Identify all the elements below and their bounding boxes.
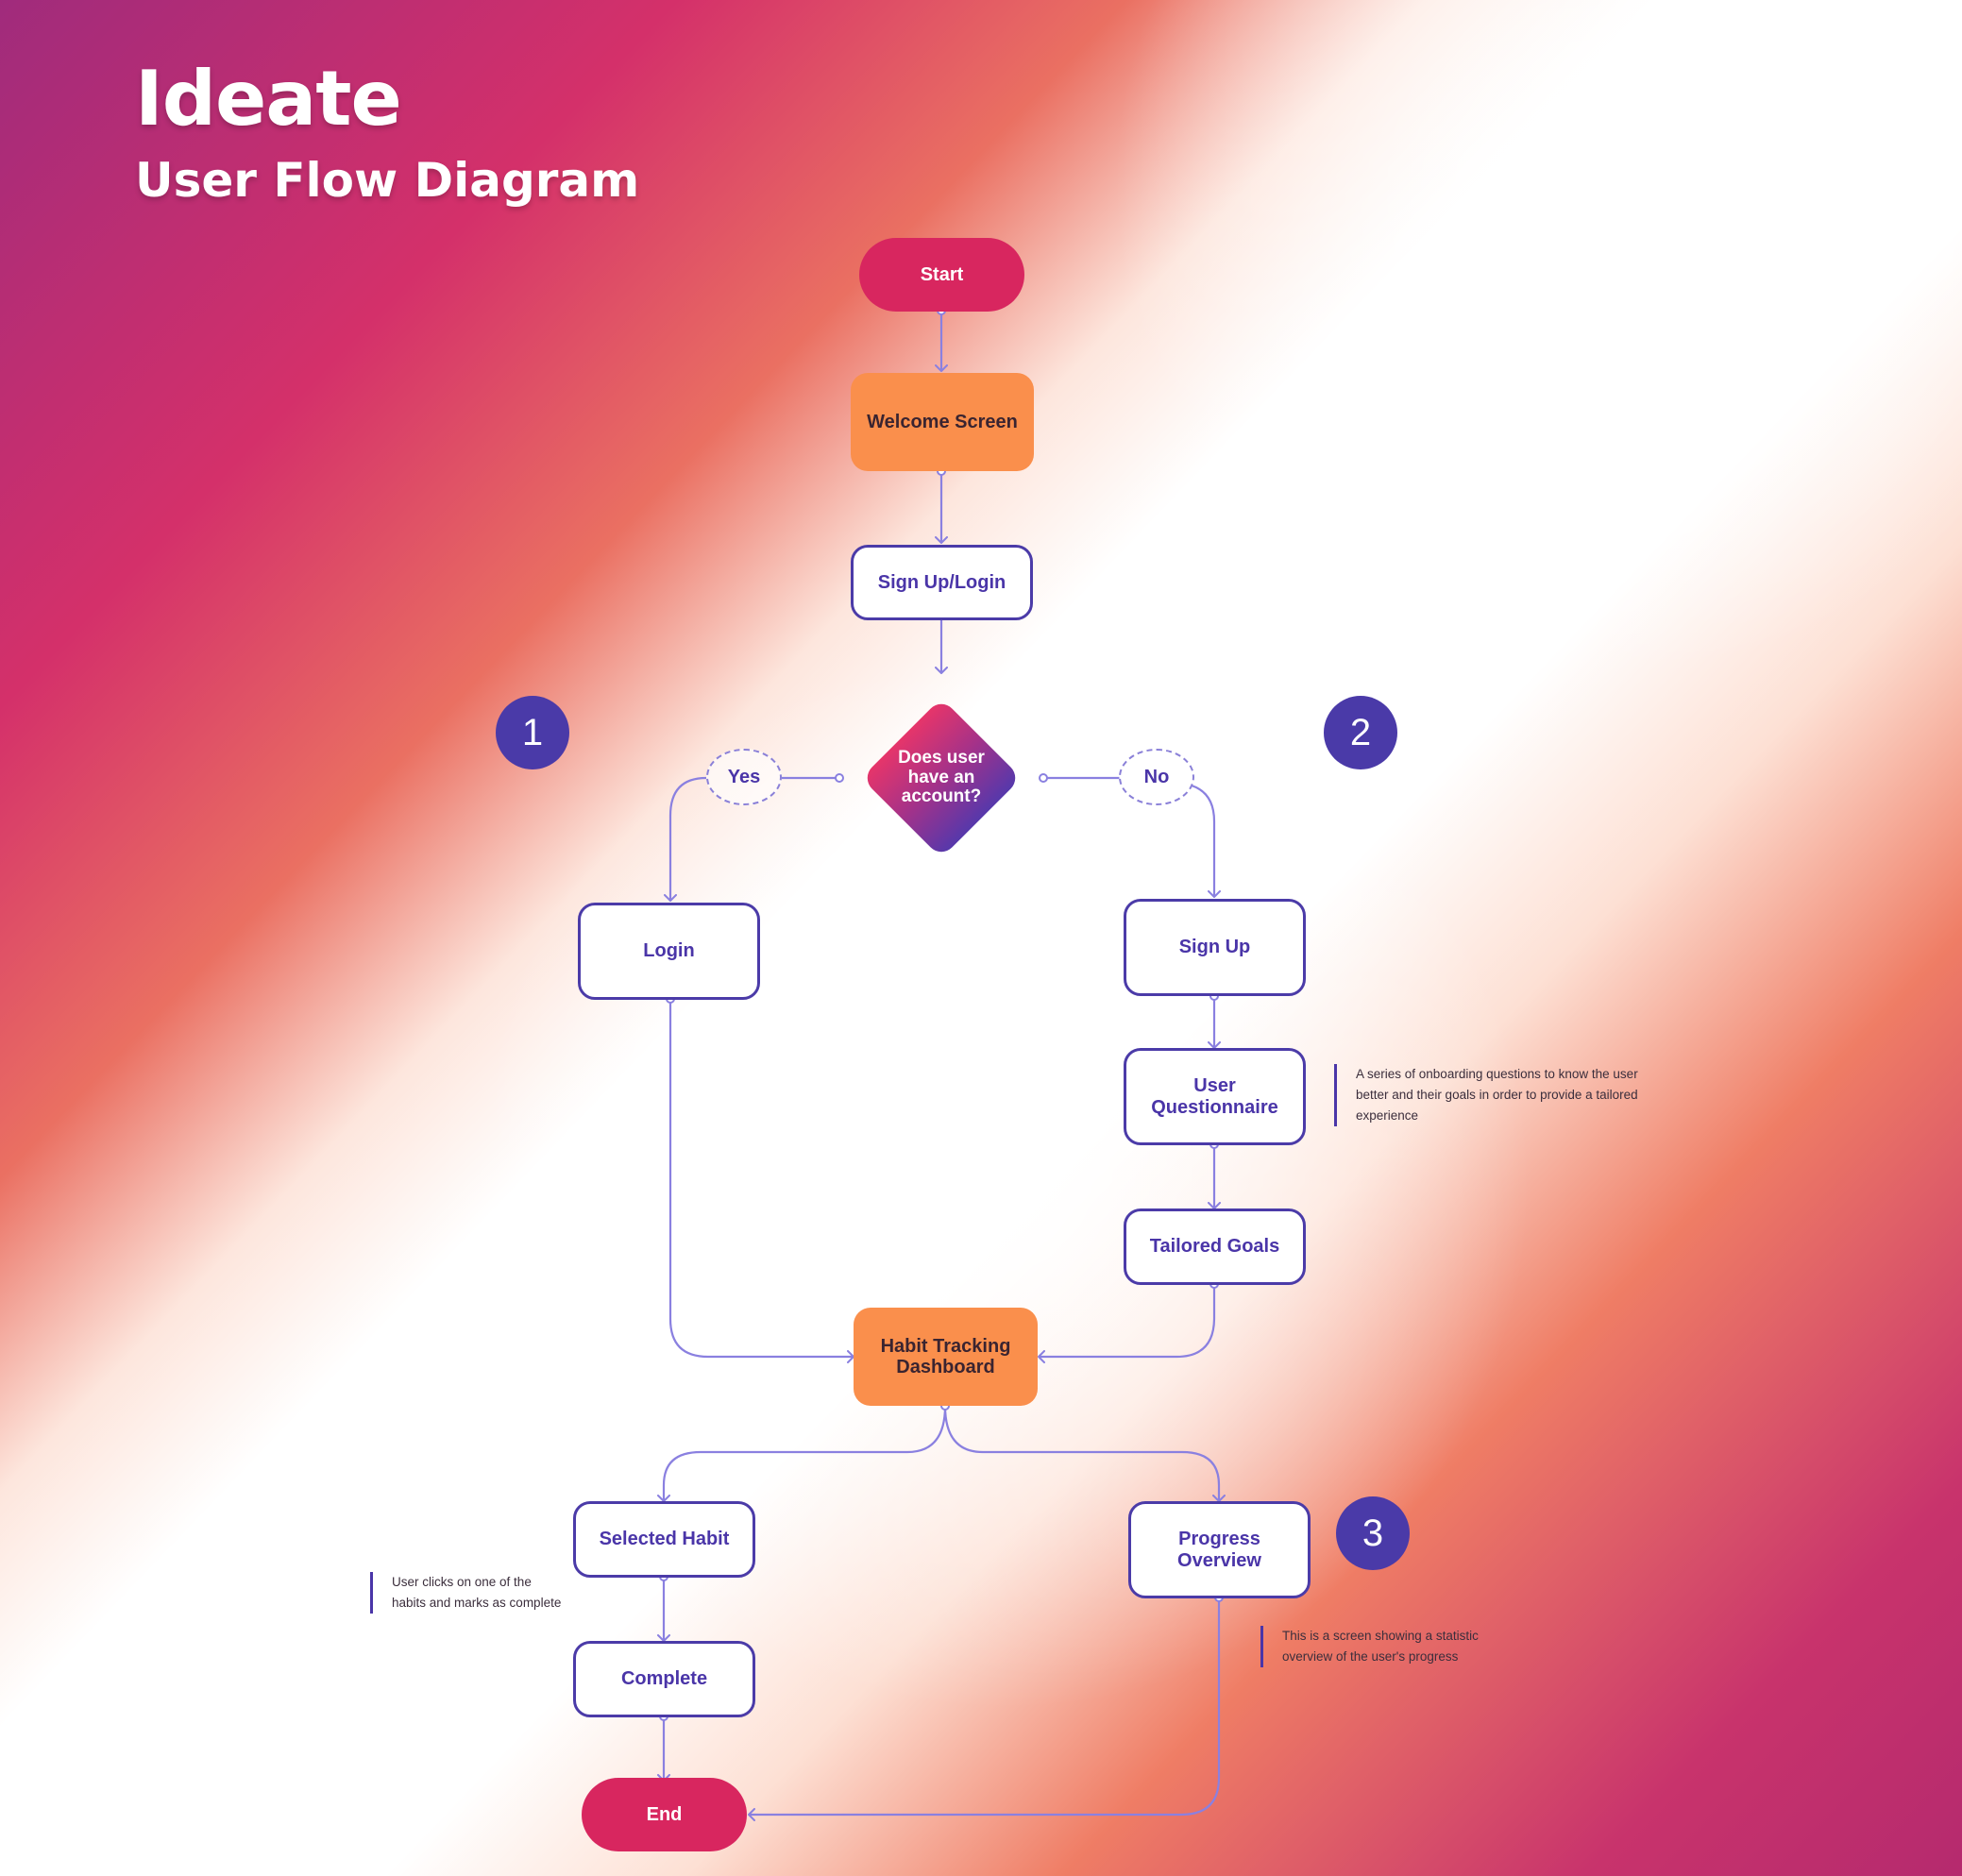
branch-yes-text: Yes <box>727 766 761 787</box>
selected-habit-label: Selected Habit <box>599 1529 730 1550</box>
tailored-goals-node[interactable]: Tailored Goals <box>1124 1208 1306 1285</box>
progress-overview-node[interactable]: Progress Overview <box>1128 1501 1311 1598</box>
habit-dashboard-node[interactable]: Habit Tracking Dashboard <box>854 1308 1038 1406</box>
user-questionnaire-label: User Questionnaire <box>1151 1075 1278 1118</box>
step-badge-3-number: 3 <box>1362 1512 1384 1554</box>
step-badge-1-number: 1 <box>521 711 544 753</box>
progress-overview-label: Progress Overview <box>1177 1529 1261 1571</box>
step-badge-1: 1 <box>496 696 569 769</box>
login-label: Login <box>643 940 695 962</box>
step-badge-3: 3 <box>1336 1496 1410 1570</box>
signup-login-label: Sign Up/Login <box>877 571 1006 593</box>
selected-habit-note: User clicks on one of the habits and mar… <box>370 1572 568 1614</box>
end-label: End <box>646 1803 683 1825</box>
account-decision-node[interactable]: Does user have an account? <box>856 693 1026 863</box>
welcome-screen-node[interactable]: Welcome Screen <box>851 373 1034 471</box>
complete-label: Complete <box>620 1668 708 1690</box>
tailored-goals-label: Tailored Goals <box>1149 1236 1280 1258</box>
page-subtitle: User Flow Diagram <box>135 153 640 208</box>
selected-habit-note-text: User clicks on one of the habits and mar… <box>392 1575 562 1610</box>
start-label: Start <box>920 263 964 285</box>
user-questionnaire-node[interactable]: User Questionnaire <box>1124 1048 1306 1145</box>
branch-no-text: No <box>1143 766 1170 787</box>
start-node[interactable]: Start <box>859 238 1024 312</box>
questionnaire-note-text: A series of onboarding questions to know… <box>1356 1067 1638 1123</box>
progress-note-text: This is a screen showing a statistic ove… <box>1282 1629 1479 1664</box>
habit-dashboard-label: Habit Tracking Dashboard <box>880 1335 1011 1377</box>
login-node[interactable]: Login <box>578 903 760 1000</box>
step-badge-2-number: 2 <box>1349 711 1372 753</box>
selected-habit-node[interactable]: Selected Habit <box>573 1501 755 1578</box>
welcome-screen-label: Welcome Screen <box>867 411 1018 432</box>
progress-note: This is a screen showing a statistic ove… <box>1260 1626 1515 1667</box>
step-badge-2: 2 <box>1324 696 1397 769</box>
questionnaire-note: A series of onboarding questions to know… <box>1334 1064 1655 1126</box>
decision-label: Does user have an account? <box>898 747 985 807</box>
branch-yes-label: Yes <box>706 749 782 805</box>
signup-login-node[interactable]: Sign Up/Login <box>851 545 1033 620</box>
end-node[interactable]: End <box>582 1778 747 1851</box>
sign-up-node[interactable]: Sign Up <box>1124 899 1306 996</box>
complete-node[interactable]: Complete <box>573 1641 755 1717</box>
sign-up-label: Sign Up <box>1178 937 1251 958</box>
branch-no-label: No <box>1119 749 1194 805</box>
page-title: Ideate <box>135 55 402 143</box>
